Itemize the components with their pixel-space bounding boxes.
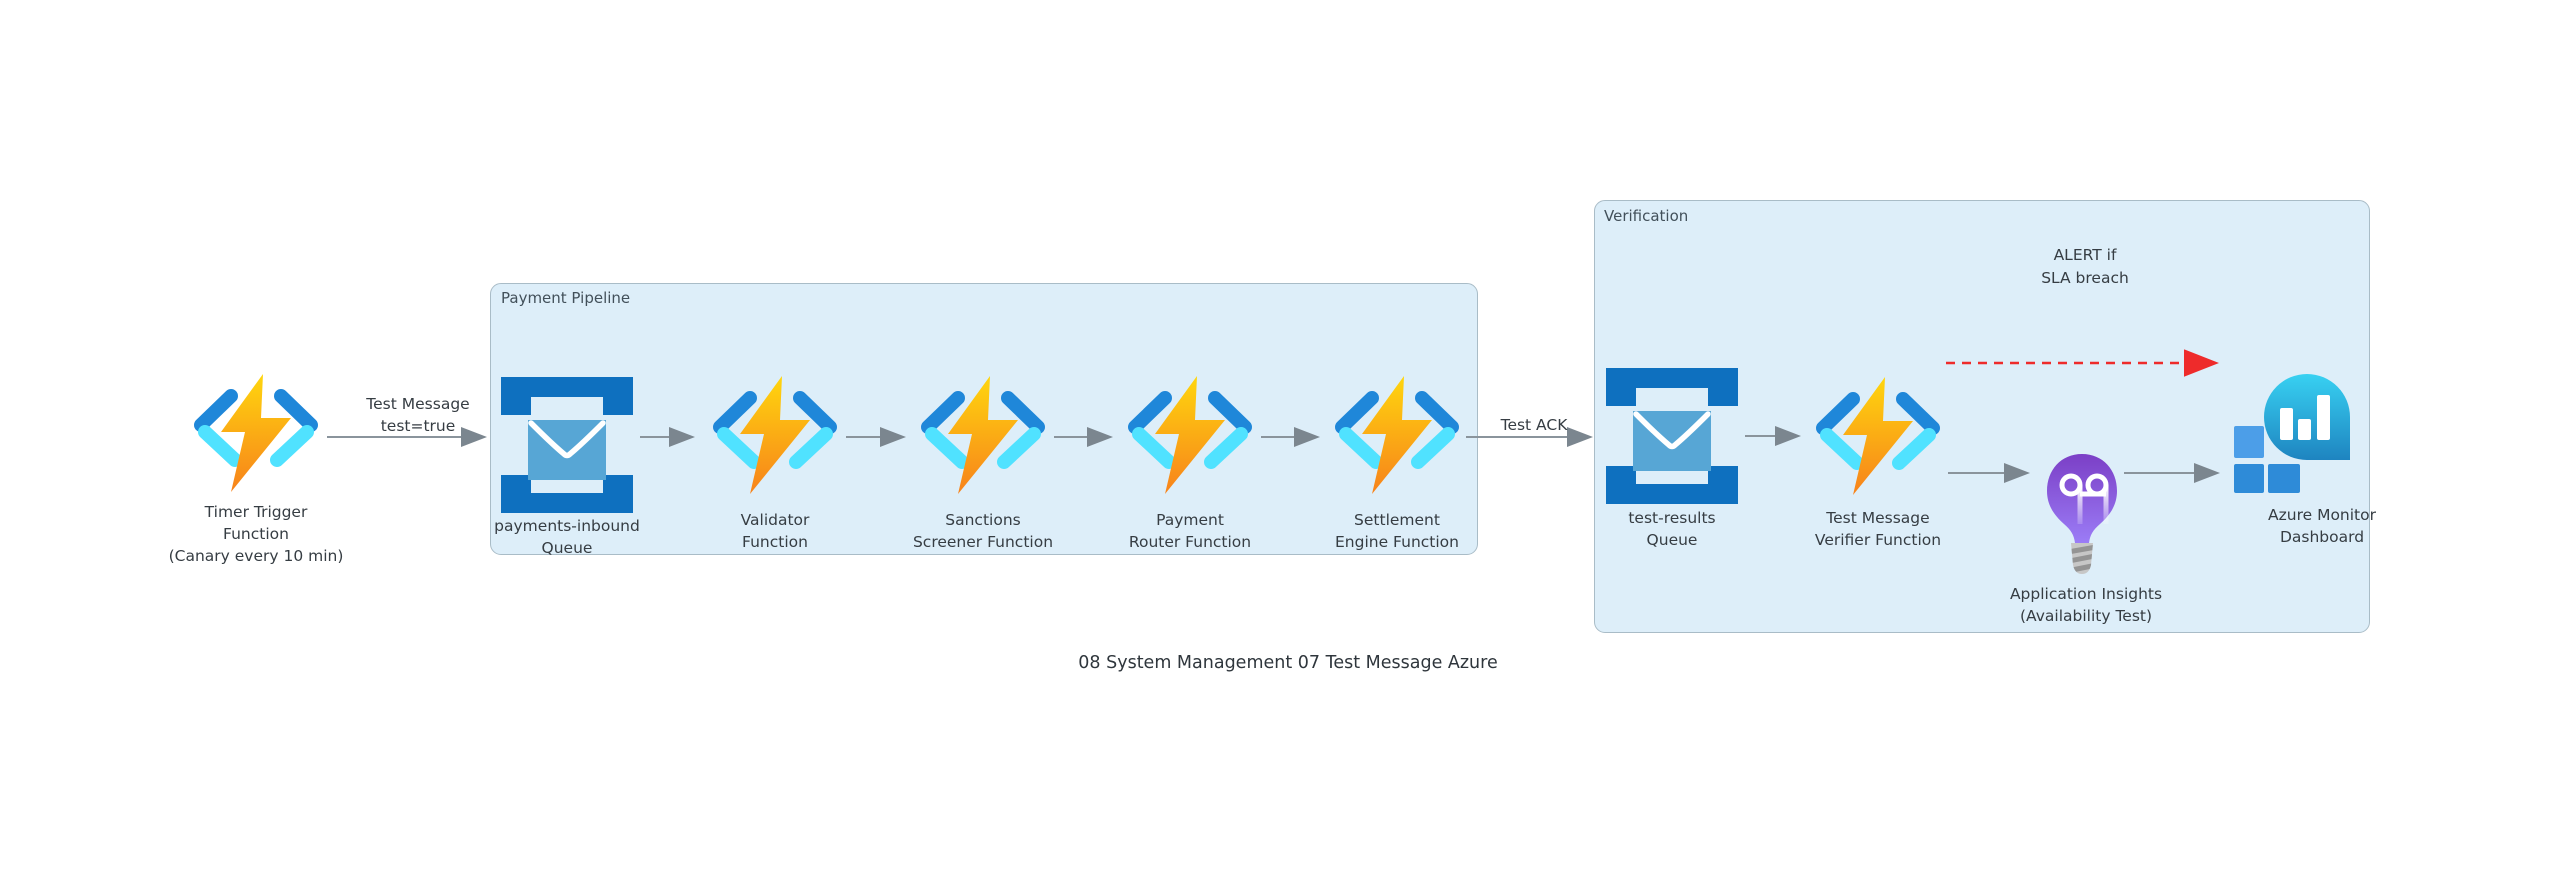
azure-function-icon bbox=[1330, 374, 1464, 496]
label-line: test-results bbox=[1628, 509, 1716, 527]
node-validator-function-label: Validator Function bbox=[741, 509, 810, 553]
node-test-results-queue-label: test-results Queue bbox=[1628, 507, 1715, 551]
edge-label-test-message: Test Message test=true bbox=[366, 393, 469, 437]
node-application-insights-label: Application Insights (Availability Test) bbox=[2010, 583, 2162, 627]
node-test-message-verifier-function-label: Test Message Verifier Function bbox=[1815, 507, 1941, 551]
node-payment-router-function-label: Payment Router Function bbox=[1129, 509, 1251, 553]
label-line: Timer Trigger bbox=[204, 503, 308, 521]
storage-queue-icon bbox=[1603, 366, 1741, 506]
azure-function-icon bbox=[1123, 374, 1257, 496]
label-line: Screener Function bbox=[912, 533, 1054, 551]
azure-function-icon bbox=[1811, 375, 1945, 497]
node-azure-monitor-dashboard-label: Azure Monitor Dashboard bbox=[2268, 504, 2376, 548]
label-line: (Availability Test) bbox=[2019, 607, 2153, 625]
application-insights-lightbulb-icon bbox=[2042, 452, 2122, 578]
label-line: Engine Function bbox=[1335, 533, 1459, 551]
label-line: Queue bbox=[1646, 531, 1698, 549]
diagram-caption: 08 System Management 07 Test Message Azu… bbox=[1078, 653, 1498, 673]
verification-label: Verification bbox=[1604, 207, 1689, 225]
label-line: Router Function bbox=[1128, 533, 1252, 551]
label-line: Payment bbox=[1156, 511, 1224, 529]
label-line: ALERT if bbox=[2053, 246, 2117, 264]
verification-container bbox=[1594, 200, 2370, 633]
azure-monitor-icon bbox=[2232, 372, 2358, 494]
label-line: payments-inbound bbox=[494, 517, 640, 535]
label-line: Application Insights bbox=[2009, 585, 2163, 603]
azure-function-icon bbox=[708, 374, 842, 496]
node-timer-trigger-function-label: Timer Trigger Function (Canary every 10 … bbox=[169, 501, 344, 567]
label-line: Sanctions bbox=[945, 511, 1021, 529]
azure-function-icon bbox=[189, 372, 323, 494]
label-line: Test Message bbox=[1826, 509, 1930, 527]
label-line: Validator bbox=[740, 511, 810, 529]
node-sanctions-screener-function-label: Sanctions Screener Function bbox=[913, 509, 1053, 553]
node-payments-inbound-queue-label: payments-inbound Queue bbox=[494, 515, 640, 559]
label-line: Dashboard bbox=[2279, 528, 2365, 546]
node-settlement-engine-function-label: Settlement Engine Function bbox=[1335, 509, 1459, 553]
label-line: (Canary every 10 min) bbox=[168, 547, 344, 565]
label-line: SLA breach bbox=[2041, 269, 2129, 287]
label-line: Settlement bbox=[1354, 511, 1440, 529]
label-line: Verifier Function bbox=[1814, 531, 1942, 549]
label-line: Queue bbox=[541, 539, 593, 557]
azure-function-icon bbox=[916, 374, 1050, 496]
edge-label-test-ack: Test ACK bbox=[1500, 416, 1568, 434]
storage-queue-icon bbox=[498, 375, 636, 515]
edge-label-alert-sla: ALERT if SLA breach bbox=[2041, 244, 2129, 290]
label-line: Function bbox=[223, 525, 289, 543]
label-line: Azure Monitor bbox=[2268, 506, 2376, 524]
label-line: Test Message bbox=[366, 395, 470, 413]
label-line: Function bbox=[742, 533, 808, 551]
payment-pipeline-label: Payment Pipeline bbox=[501, 289, 631, 307]
label-line: test=true bbox=[380, 417, 456, 435]
